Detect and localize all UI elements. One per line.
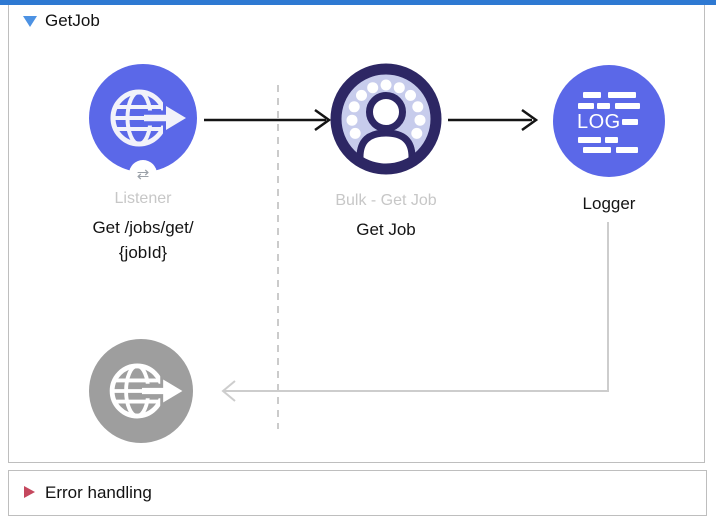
response-node[interactable]: [89, 339, 193, 443]
flow-arrow-bulk-to-logger: [448, 108, 539, 132]
log-lines-icon: LOG: [577, 90, 641, 154]
logger-labels: Logger: [509, 191, 709, 216]
selection-accent-bar: [0, 0, 716, 5]
listener-labels: Listener Get /jobs/get/ {jobId}: [43, 190, 243, 265]
bulk-caption: Get Job: [356, 220, 416, 239]
bulk-get-job-node[interactable]: [330, 63, 442, 175]
listener-badge[interactable]: ⇄: [129, 160, 157, 188]
listener-caption-line2: {jobId}: [118, 243, 168, 262]
exchange-arrows-icon: ⇄: [136, 165, 150, 183]
bulk-labels: Bulk - Get Job Get Job: [286, 192, 486, 242]
bulk-type-label: Bulk - Get Job: [335, 192, 437, 209]
logger-caption: Logger: [582, 194, 636, 213]
logger-node[interactable]: [553, 65, 665, 177]
globe-arrow-icon: [109, 363, 188, 419]
listener-type-label: Listener: [114, 190, 172, 207]
flow-title[interactable]: GetJob: [45, 11, 100, 30]
collapse-triangle-icon[interactable]: [23, 16, 37, 27]
error-handling-container: [8, 470, 707, 516]
return-connector-logger-to-response: [221, 222, 609, 402]
error-handling-title[interactable]: Error handling: [45, 483, 152, 502]
scope-divider-dashed-line: [277, 85, 279, 429]
listener-node[interactable]: [89, 64, 197, 172]
bulk-dots: [346, 79, 426, 139]
flow-arrow-listener-to-bulk: [204, 108, 332, 132]
listener-caption-line1: Get /jobs/get/: [92, 218, 194, 237]
expand-triangle-icon[interactable]: [24, 486, 35, 498]
log-icon-text: LOG: [577, 111, 621, 133]
globe-arrow-icon: [110, 89, 191, 147]
